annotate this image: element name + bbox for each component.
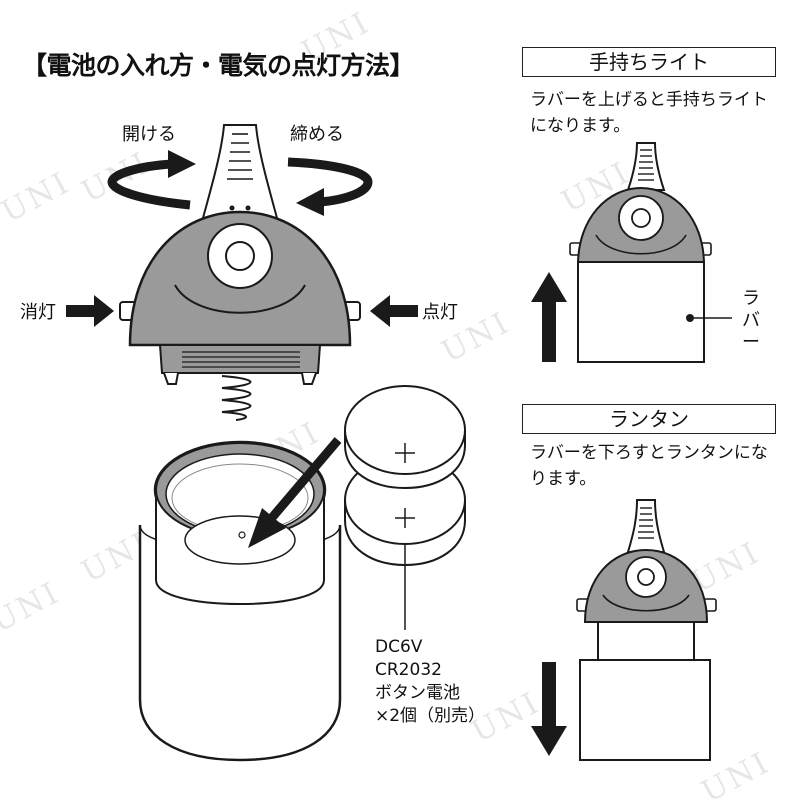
- battery-voltage: DC6V: [375, 637, 423, 657]
- lower-rubber-arrow: [531, 662, 567, 756]
- close-label: 締める: [290, 124, 344, 145]
- switch-on-arrow: [370, 295, 418, 327]
- handheld-light-illustration: [569, 142, 732, 363]
- battery-count: ×2個（別売）: [375, 706, 486, 726]
- raise-rubber-arrow: [531, 272, 567, 362]
- open-label: 開ける: [122, 124, 176, 145]
- light-off-label: 消灯: [20, 302, 56, 323]
- battery-housing-illustration: [138, 440, 342, 762]
- battery-type: ボタン電池: [375, 683, 460, 703]
- handheld-description: ラバーを上げると手持ちライトになります。: [530, 90, 768, 136]
- rotate-close-arrow: [287, 157, 373, 216]
- light-head-illustration: [119, 124, 361, 421]
- rubber-label: ラバー: [742, 288, 760, 353]
- insert-battery-arrow: [248, 437, 342, 548]
- light-on-label: 点灯: [422, 302, 458, 323]
- rotate-open-arrow: [107, 150, 196, 210]
- switch-off-arrow: [66, 295, 114, 327]
- battery-spec: DC6V CR2032 ボタン電池 ×2個（別売）: [375, 636, 485, 728]
- lantern-heading: ランタン: [522, 404, 776, 434]
- lantern-description: ラバーを下ろすとランタンになります。: [530, 443, 768, 489]
- coin-battery-pair: [344, 385, 466, 630]
- battery-model: CR2032: [375, 660, 442, 680]
- lantern-illustration: [576, 499, 717, 761]
- page-title: 【電池の入れ方・電気の点灯方法】: [22, 51, 415, 80]
- handheld-heading: 手持ちライト: [522, 47, 776, 77]
